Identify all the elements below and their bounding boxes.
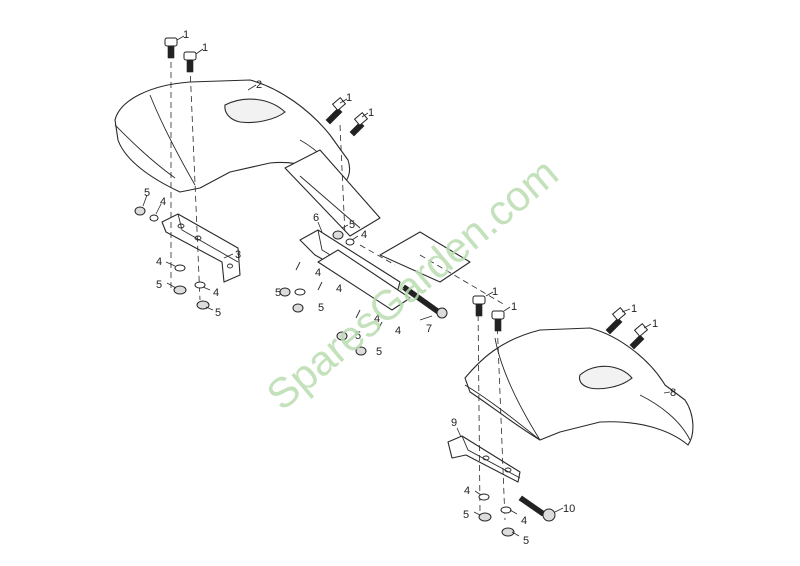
bolt-10 [518,495,556,522]
callout-1: 1 [631,303,637,315]
callout-2: 2 [256,79,262,91]
callout-5: 5 [318,302,324,314]
callout-1: 1 [492,286,498,298]
washers-and-nuts [134,206,515,537]
callout-1: 1 [652,318,658,330]
bolt-1d [349,112,369,137]
right-bracket [447,435,521,483]
callout-5: 5 [463,509,469,521]
bolt-7 [401,284,448,319]
callout-7: 7 [426,323,432,335]
bolts [164,37,649,522]
bolt-1f [491,310,505,332]
callout-4: 4 [521,515,527,527]
callout-4: 4 [156,256,162,268]
left-support-arm [284,149,381,237]
callout-5: 5 [144,187,150,199]
callout-5: 5 [215,307,221,319]
bolt-1b [183,51,197,73]
callout-9: 9 [451,417,457,429]
callout-8: 8 [670,387,676,399]
callout-4: 4 [464,485,470,497]
callout-3: 3 [235,249,241,261]
left-fender [114,79,351,193]
callout-5: 5 [355,330,361,342]
callout-4: 4 [361,229,367,241]
bolt-1a [164,37,178,59]
callout-5: 5 [523,535,529,547]
callout-4: 4 [336,283,342,295]
callout-10: 10 [563,503,575,515]
callout-labels: 1 1 2 1 1 5 4 3 4 5 4 5 6 5 4 4 4 5 5 4 … [144,29,676,547]
callout-1: 1 [202,42,208,54]
callout-1: 1 [511,301,517,313]
callout-1: 1 [346,92,352,104]
bolt-1h [629,323,649,350]
bolt-1c [325,97,347,125]
callout-6: 6 [313,212,319,224]
callout-1: 1 [368,107,374,119]
centre-bar [299,229,471,311]
callout-4: 4 [374,313,380,325]
bolt-1e [472,295,486,317]
assembly-lines [170,52,506,521]
callout-4: 4 [213,287,219,299]
callout-4: 4 [395,325,401,337]
callout-5: 5 [156,279,162,291]
callout-1: 1 [183,29,189,41]
leader-lines [142,35,671,537]
callout-5: 5 [349,219,355,231]
callout-4: 4 [160,196,166,208]
bolt-1g [605,307,627,335]
right-fender [464,327,694,446]
callout-5: 5 [376,346,382,358]
callout-4: 4 [315,267,321,279]
callout-5: 5 [275,287,281,299]
left-bracket [161,213,241,283]
